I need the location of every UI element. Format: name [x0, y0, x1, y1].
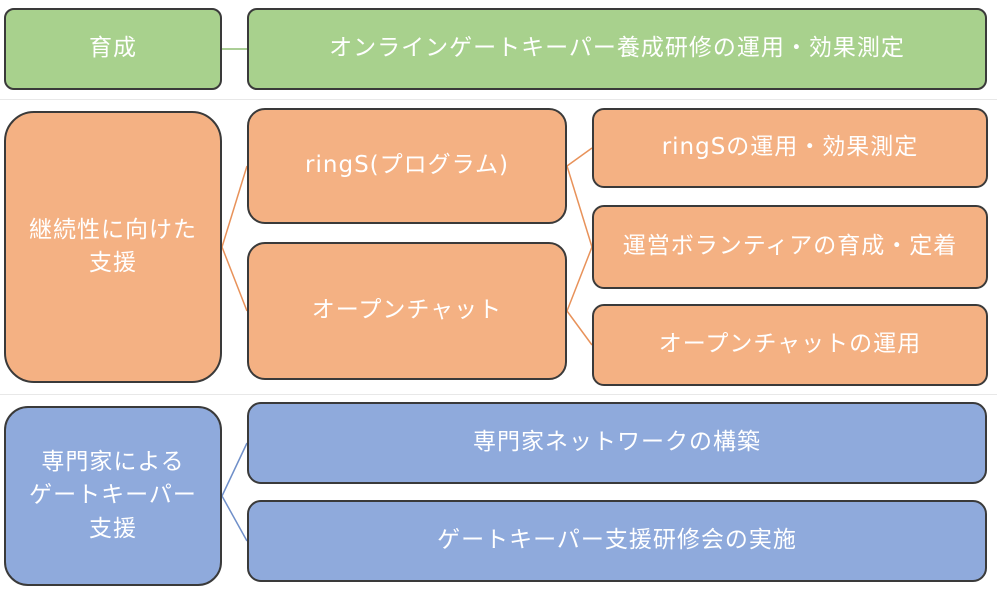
node-gatekeeper-support-training: ゲートキーパー支援研修会の実施	[247, 500, 987, 582]
node-open-chat: オープンチャット	[247, 242, 567, 380]
node-training: 育成	[4, 8, 222, 90]
node-continuous-support: 継続性に向けた 支援	[4, 111, 222, 383]
section-divider-top	[0, 99, 997, 100]
connector-continuous-openchat	[221, 246, 248, 312]
node-rings-program-label: ringS(プログラム)	[305, 152, 509, 179]
connector-expert-network	[221, 442, 248, 497]
connector-openchat-leaf2	[566, 246, 593, 312]
section-divider-bottom	[0, 394, 997, 395]
node-open-chat-operation: オープンチャットの運用	[592, 304, 988, 386]
connector-rings-leaf2	[566, 165, 593, 248]
node-online-gatekeeper-training-label: オンラインゲートキーパー養成研修の運用・効果測定	[329, 35, 905, 62]
node-expert-support-label: 専門家による ゲートキーパー 支援	[29, 448, 197, 542]
node-expert-support: 専門家による ゲートキーパー 支援	[4, 406, 222, 586]
node-online-gatekeeper-training: オンラインゲートキーパー養成研修の運用・効果測定	[247, 8, 987, 90]
node-rings-program: ringS(プログラム)	[247, 108, 567, 224]
node-volunteer-training: 運営ボランティアの育成・定着	[592, 205, 988, 289]
connector-expert-training	[221, 495, 248, 542]
connector-continuous-rings	[221, 165, 248, 248]
node-expert-network-label: 専門家ネットワークの構築	[473, 429, 761, 456]
node-continuous-support-label: 継続性に向けた 支援	[29, 216, 197, 276]
node-open-chat-label: オープンチャット	[311, 297, 503, 324]
node-open-chat-operation-label: オープンチャットの運用	[658, 331, 922, 358]
node-expert-network: 専門家ネットワークの構築	[247, 402, 987, 484]
node-rings-operation-label: ringSの運用・効果測定	[661, 134, 919, 161]
node-training-label: 育成	[89, 35, 137, 62]
connector-rings-leaf1	[566, 147, 593, 167]
node-volunteer-training-label: 運営ボランティアの育成・定着	[622, 233, 958, 260]
node-gatekeeper-support-training-label: ゲートキーパー支援研修会の実施	[437, 527, 797, 554]
node-rings-operation: ringSの運用・効果測定	[592, 108, 988, 188]
connector-openchat-leaf3	[566, 310, 593, 346]
